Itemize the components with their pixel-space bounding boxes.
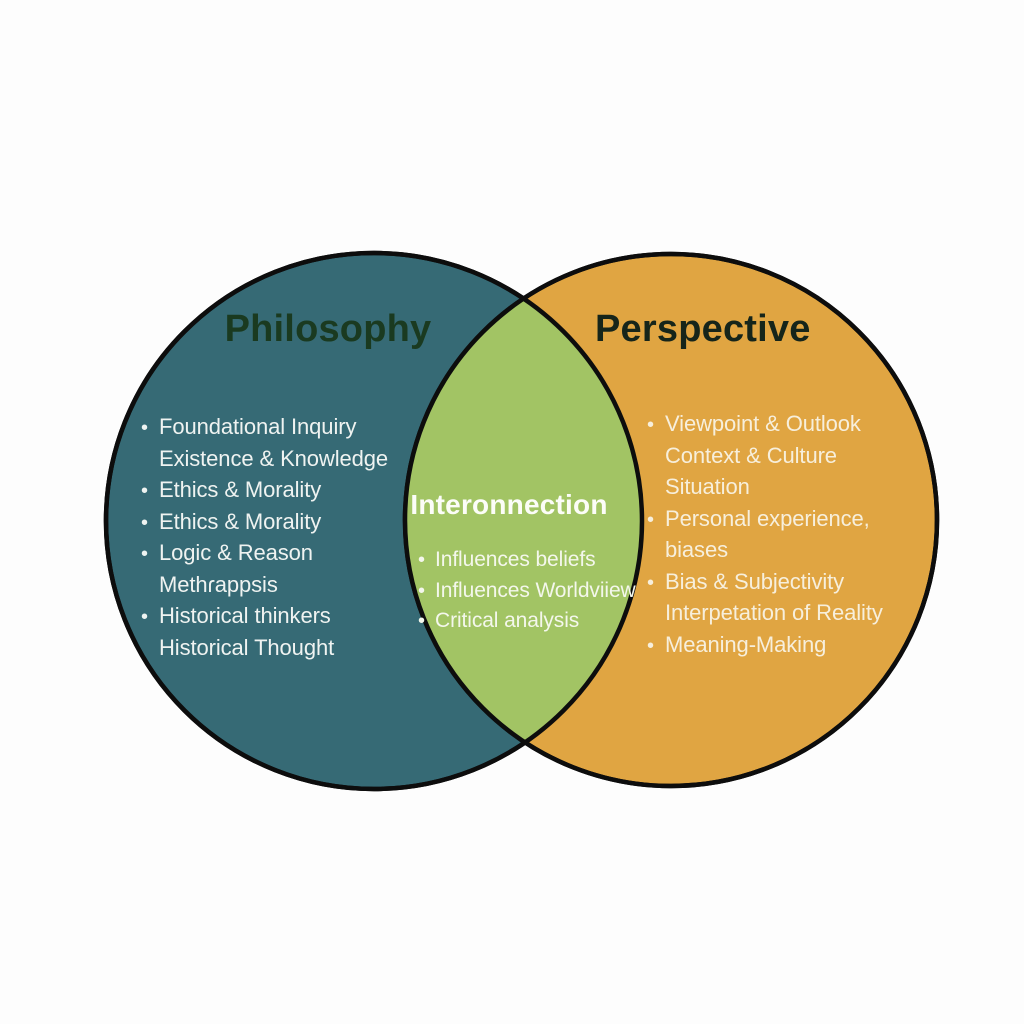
philosophy-circle-outline [103, 250, 645, 792]
perspective-circle-outline [402, 251, 940, 789]
intersection-region [405, 254, 642, 786]
